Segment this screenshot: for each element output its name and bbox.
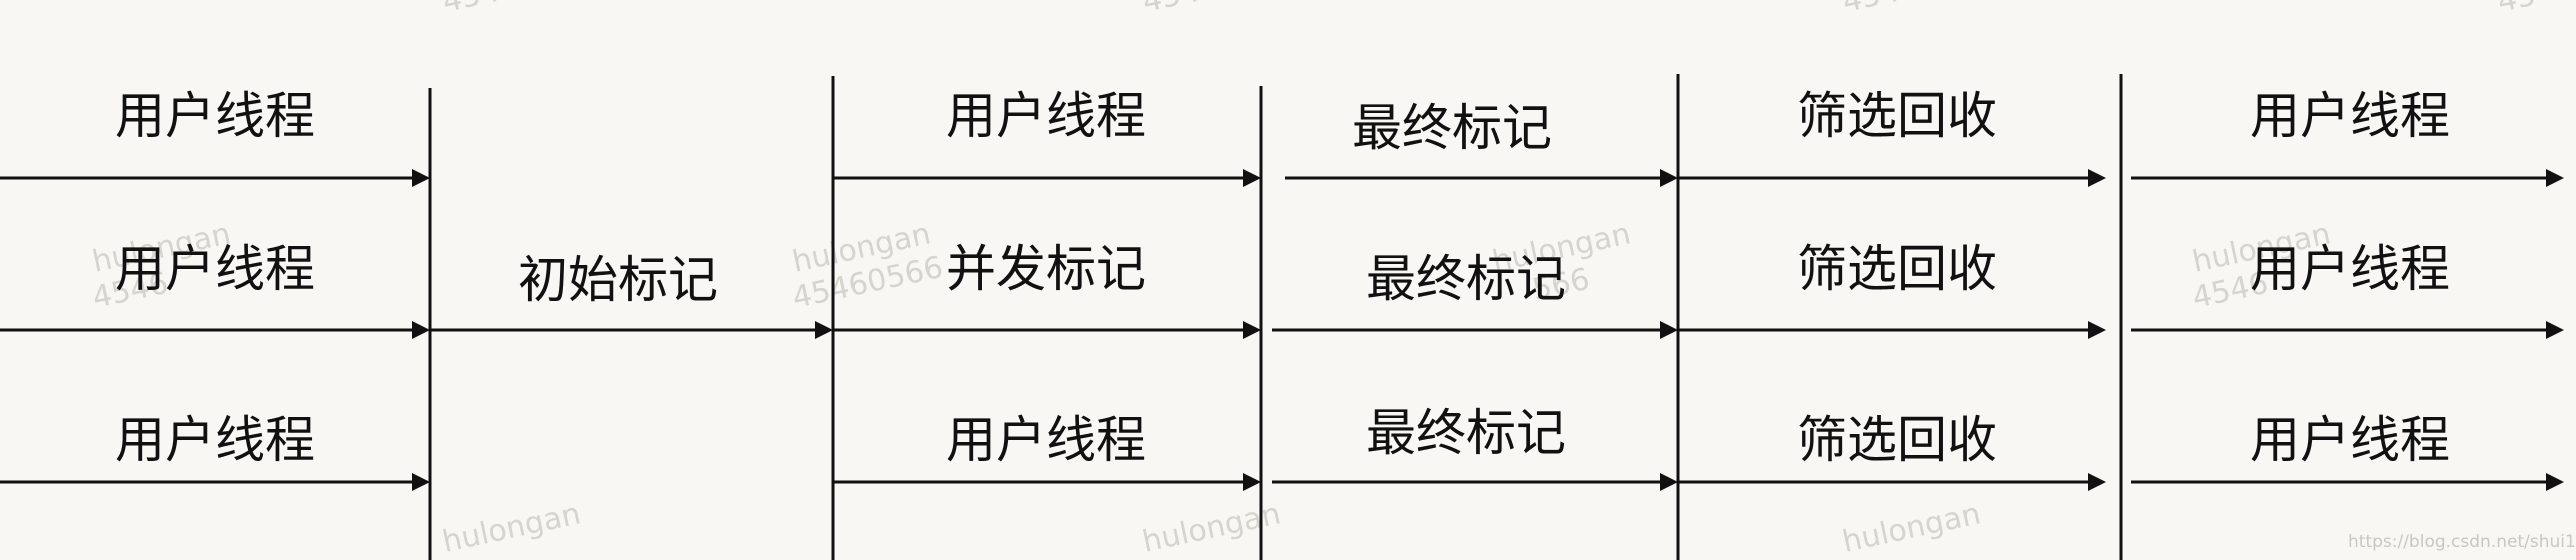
arrowhead (2546, 321, 2564, 339)
arrowhead (2088, 473, 2106, 491)
arrowhead (2546, 473, 2564, 491)
arrowhead (1243, 321, 1261, 339)
label-cleanup: 筛选回收 (1797, 411, 1997, 469)
watermark-id: 4546056 (439, 0, 577, 20)
arrowhead (2088, 321, 2106, 339)
arrowhead (815, 321, 833, 339)
arrowhead (1243, 169, 1261, 187)
arrowhead (1660, 169, 1678, 187)
label-user-thread: 用户线程 (2250, 87, 2450, 145)
label-initial-mark: 初始标记 (518, 251, 718, 309)
watermark-id: 45 (2494, 0, 2539, 20)
phase-labels: 用户线程 用户线程 用户线程 初始标记 用户线程 并发标记 用户线程 最终标记 … (115, 87, 2450, 469)
arrowhead (412, 321, 430, 339)
arrowhead (2088, 169, 2106, 187)
arrowhead (1660, 473, 1678, 491)
label-cleanup: 筛选回收 (1797, 240, 1997, 298)
arrowhead (412, 473, 430, 491)
label-cleanup: 筛选回收 (1797, 87, 1997, 145)
watermark-id: 4546056 (1839, 0, 1977, 20)
label-concurrent-mark: 并发标记 (946, 240, 1146, 298)
blog-credit: https://blog.csdn.net/shui16106 (2348, 532, 2576, 552)
arrowhead (1243, 473, 1261, 491)
label-final-mark: 最终标记 (1366, 250, 1566, 308)
label-user-thread: 用户线程 (946, 411, 1146, 469)
watermark-name: hulongan (1839, 496, 1983, 559)
arrowhead (1660, 321, 1678, 339)
label-user-thread: 用户线程 (115, 240, 315, 298)
label-final-mark: 最终标记 (1352, 99, 1552, 157)
label-final-mark: 最终标记 (1366, 404, 1566, 462)
label-user-thread: 用户线程 (2250, 240, 2450, 298)
label-user-thread: 用户线程 (115, 87, 315, 145)
arrowhead (2546, 169, 2564, 187)
label-user-thread: 用户线程 (946, 87, 1146, 145)
arrowhead (412, 169, 430, 187)
label-user-thread: 用户线程 (2250, 411, 2450, 469)
watermark-id: 4546056 (1139, 0, 1277, 20)
watermark-layer: 4546056 4546056 4546056 45 hulongan 4546… (89, 0, 2576, 560)
watermark-name: hulongan (439, 496, 583, 559)
phase-dividers (428, 74, 2123, 560)
label-user-thread: 用户线程 (115, 411, 315, 469)
thread-arrows (0, 169, 2564, 491)
